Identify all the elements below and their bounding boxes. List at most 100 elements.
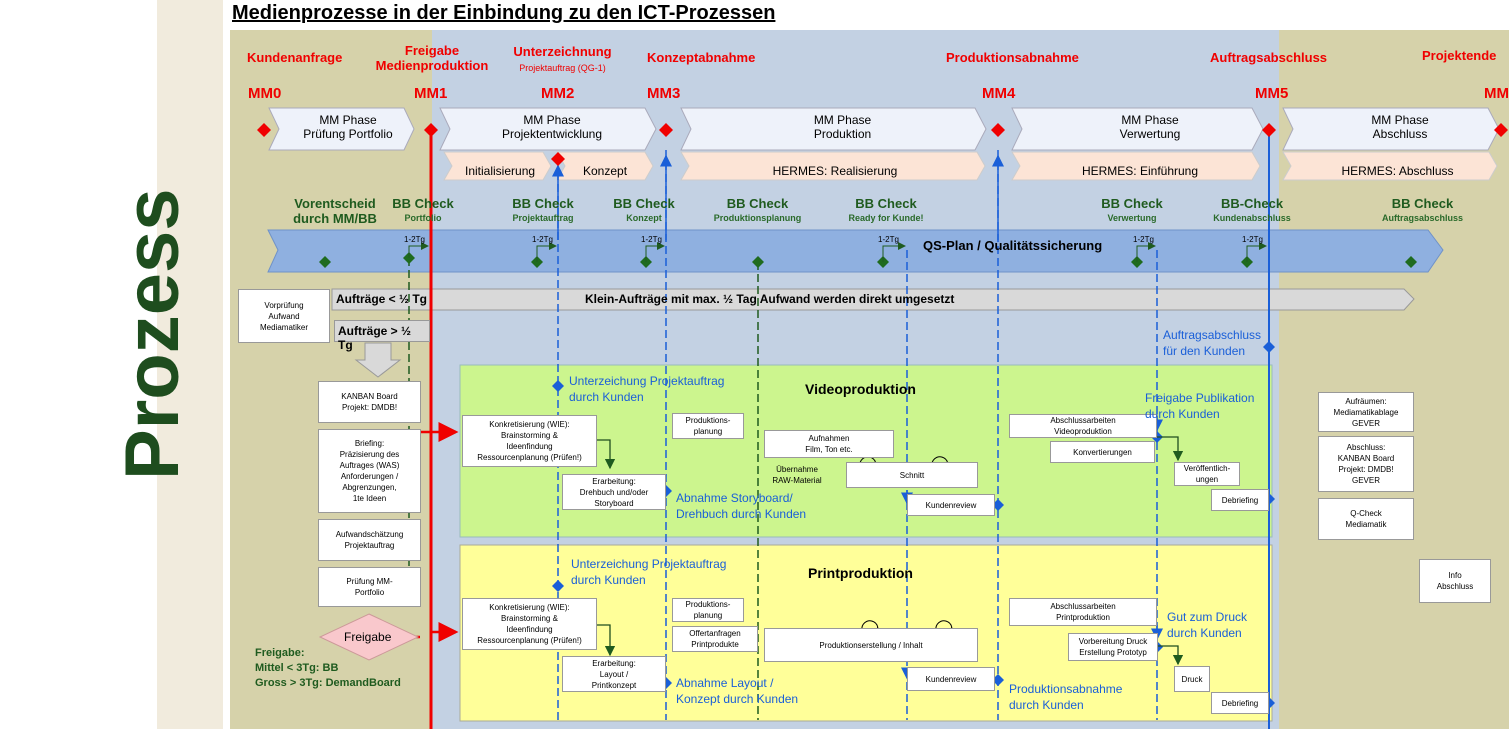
print-gut-zum-druck: Gut zum Druck durch Kunden xyxy=(1167,610,1248,640)
milestone-label-3: Konzeptabnahme xyxy=(647,50,756,65)
bb-check-4-sub: Produktionsplanung xyxy=(713,213,802,223)
tg-label-3: 1-2Tg xyxy=(878,235,899,244)
print-abschluss: Abschlussarbeiten Printproduktion xyxy=(1009,598,1157,626)
phase-chevrons xyxy=(268,107,1500,151)
phase-1-l1: MM Phase xyxy=(523,113,581,127)
auftraege-small: Aufträge < ½ Tg xyxy=(336,292,428,306)
tg-label-2: 1-2Tg xyxy=(641,235,662,244)
bb-check-3-title: BB Check xyxy=(613,196,675,211)
bb-check-8-title: BB Check xyxy=(1391,196,1454,211)
page-title: Medienprozesse in der Einbindung zu den … xyxy=(232,2,776,24)
tg-label-4: 1-2Tg xyxy=(1133,235,1154,244)
bb-check-5-title: BB Check xyxy=(855,196,917,211)
mm-code-4: MM4 xyxy=(982,85,1016,102)
print-produktion: Produktionserstellung / Inhalt xyxy=(764,628,978,662)
briefing-box: Briefing: Präzisierung des Auftrages (WA… xyxy=(318,429,421,513)
freigabe-note: Freigabe: Mittel < 3Tg: BB Gross > 3Tg: … xyxy=(255,647,401,689)
bb-check-1-sub: Portfolio xyxy=(404,213,442,223)
video-veroeffentlichungen: Veröffentlich- ungen xyxy=(1174,462,1240,486)
milestone-label-0: Kundenanfrage xyxy=(247,50,343,65)
video-debriefing: Debriefing xyxy=(1211,489,1269,511)
phase-1-l2: Projektentwicklung xyxy=(501,127,603,141)
tg-label-5: 1-2Tg xyxy=(1242,235,1263,244)
bb-check-6-sub: Verwertung xyxy=(1107,213,1157,223)
print-unterzeichnung: Unterzeichung Projektauftrag durch Kunde… xyxy=(571,557,727,587)
bb-check-7-sub: Kundenabschluss xyxy=(1213,213,1291,223)
aufwandschaetzung-box: Aufwandschätzung Projektauftrag xyxy=(318,519,421,561)
info-abschluss-box: Info Abschluss xyxy=(1419,559,1491,603)
kanban-box: KANBAN Board Projekt: DMDB! xyxy=(318,381,421,423)
mm-code-6: MM xyxy=(1484,85,1509,102)
bb-check-6-title: BB Check xyxy=(1101,196,1163,211)
qs-plan-label: QS-Plan / Qualitätssicherung xyxy=(923,238,1103,253)
hermes-4: HERMES: Abschluss xyxy=(1341,164,1454,178)
video-title: Videoproduktion xyxy=(805,381,916,397)
mm-code-3: MM3 xyxy=(647,85,681,102)
bb-check-0: Vorentscheid durch MM/BB xyxy=(293,196,377,226)
phase-0-l2: Prüfung Portfolio xyxy=(303,127,393,141)
hermes-3: HERMES: Einführung xyxy=(1081,164,1199,178)
video-kundenreview: Kundenreview xyxy=(907,494,995,516)
bb-check-8-sub: Auftragsabschluss xyxy=(1381,213,1464,223)
qs-band xyxy=(267,229,1444,273)
print-konkretisierung: Konkretisierung (WIE): Brainstorming & I… xyxy=(462,598,597,650)
print-abnahme: Abnahme Layout / Konzept durch Kunden xyxy=(676,676,799,706)
bb-check-3-sub: Konzept xyxy=(626,213,662,223)
milestone-label-4: Produktionsabnahme xyxy=(946,50,1079,65)
milestone-label-2-main: Unterzeichnung xyxy=(513,44,612,59)
auftraege-large: Aufträge > ½ Tg xyxy=(334,320,430,352)
bb-check-5-sub: Ready for Kunde! xyxy=(848,213,924,223)
video-freigabe-pub: Freigabe Publikation durch Kunden xyxy=(1145,391,1255,421)
mm-code-2: MM2 xyxy=(541,85,575,102)
print-offerten: Offertanfragen Printprodukte xyxy=(672,626,758,652)
bb-check-2-sub: Projektauftrag xyxy=(512,213,574,223)
tg-label-0: 1-2Tg xyxy=(404,235,425,244)
auftragsabschluss-kunden: Auftragsabschluss für den Kunden xyxy=(1163,328,1262,358)
video-planung: Produktions- planung xyxy=(672,413,744,439)
phase-2-l2: Produktion xyxy=(813,127,872,141)
video-erarbeitung: Erarbeitung: Drehbuch und/oder Storyboar… xyxy=(562,474,666,510)
video-schnitt: Schnitt xyxy=(846,462,978,488)
video-uebernahme: Übernahme RAW-Material xyxy=(772,465,822,485)
abschluss-box: Abschluss: KANBAN Board Projekt: DMDB! G… xyxy=(1318,436,1414,492)
bb-check-4-title: BB Check xyxy=(726,196,789,211)
mm-code-5: MM5 xyxy=(1255,85,1289,102)
video-konvertierungen: Konvertierungen xyxy=(1050,441,1155,463)
video-konkretisierung: Konkretisierung (WIE): Brainstorming & I… xyxy=(462,415,597,467)
klein-auftraege-label: Klein-Aufträge mit max. ½ Tag Aufwand we… xyxy=(585,292,955,306)
phase-0-l1: MM Phase xyxy=(319,113,377,127)
freigabe-label: Freigabe xyxy=(344,630,392,644)
hermes-1: Konzept xyxy=(583,164,628,178)
milestone-label-5: Auftragsabschluss xyxy=(1210,50,1328,65)
bb-check-2-title: BB Check xyxy=(512,196,574,211)
print-vorbereitung: Vorbereitung Druck Erstellung Prototyp xyxy=(1068,633,1158,661)
aufraeumen-box: Aufräumen: Mediamatikablage GEVER xyxy=(1318,392,1414,432)
sidebar-band xyxy=(157,0,223,729)
klein-band xyxy=(331,288,1415,311)
bb-check-1-title: BB Check xyxy=(392,196,454,211)
hermes-2: HERMES: Realisierung xyxy=(772,164,898,178)
print-planung: Produktions- planung xyxy=(672,598,744,622)
print-erarbeitung: Erarbeitung: Layout / Printkonzept xyxy=(562,656,666,692)
vorpruefung-box: Vorprüfung Aufwand Mediamatiker xyxy=(238,289,330,343)
print-druck: Druck xyxy=(1174,666,1210,692)
video-unterzeichnung: Unterzeichung Projektauftrag durch Kunde… xyxy=(569,374,725,404)
print-kundenreview: Kundenreview xyxy=(907,667,995,691)
phase-4-l1: MM Phase xyxy=(1371,113,1429,127)
print-produktionsabnahme: Produktionsabnahme durch Kunden xyxy=(1009,682,1123,712)
print-title: Printproduktion xyxy=(808,565,913,581)
milestone-label-2-sub: Projektauftrag (QG-1) xyxy=(519,63,606,73)
milestone-label-6: Projektende xyxy=(1422,48,1497,63)
